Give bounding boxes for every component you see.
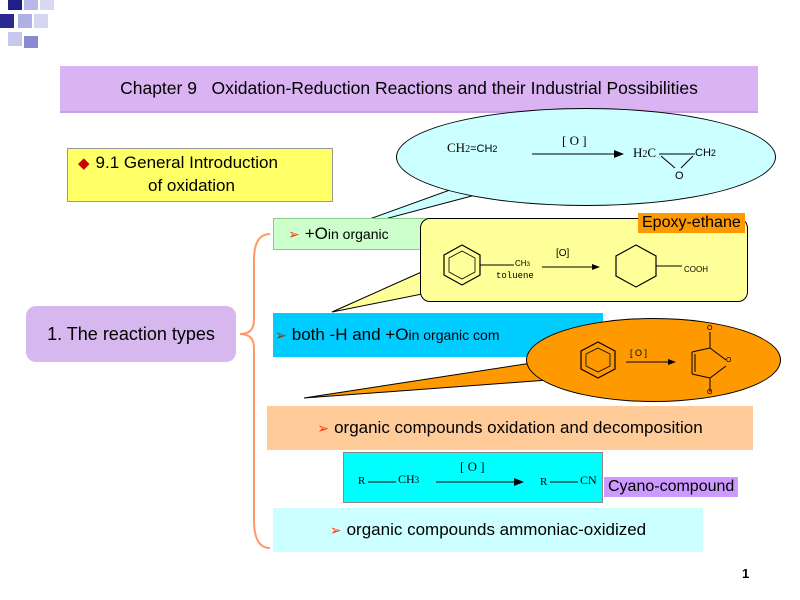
oxidant-label-1: [ O ] [562, 133, 587, 148]
diamond-bullet-icon: ◆ [78, 155, 90, 172]
benzoic-acid-cooh: COOH [684, 265, 708, 274]
reaction-arrow-3 [626, 359, 676, 365]
reaction-bubble-benzene [526, 318, 781, 402]
corner-square-6 [34, 14, 48, 28]
toluene-structure [443, 244, 514, 286]
epoxy-ring-bonds [659, 153, 695, 169]
page-title: Chapter 9 Oxidation-Reduction Reactions … [60, 66, 758, 113]
oxidant-label-3: [ O ] [630, 348, 648, 358]
ammox-bond-right [550, 481, 578, 483]
benzoic-acid-structure [615, 244, 682, 288]
section-heading-line1: ◆9.1 General Introduction [78, 153, 278, 172]
reaction-bubble-ethylene [396, 108, 776, 206]
arrow-bullet-icon: ➢ [275, 326, 287, 343]
ammox-r-right: R [540, 476, 548, 488]
oxidant-label-2: [O] [556, 248, 570, 259]
reaction-arrow-1 [532, 150, 624, 158]
corner-square-1 [8, 0, 22, 10]
oxidant-label-4: [ O ] [460, 459, 485, 474]
maleic-o-bot: O [707, 389, 713, 396]
epoxy-ch2: CH2 [695, 147, 716, 159]
cyano-compound-tag: Cyano-compound [604, 477, 739, 497]
epoxy-oxygen: O [675, 170, 684, 182]
epoxy-ethane-formula: H2C [633, 145, 657, 160]
corner-square-4 [0, 14, 14, 28]
arrow-bullet-icon: ➢ [317, 419, 330, 436]
toluene-name: toluene [496, 271, 534, 281]
reaction-types-label: 1. The reaction types [26, 306, 236, 362]
reaction-type-item-4: ➢ organic compounds ammoniac-oxidized [273, 508, 703, 552]
arrow-bullet-icon: ➢ [329, 521, 342, 538]
benzene-structure [580, 341, 616, 379]
grouping-bracket [239, 233, 271, 549]
ethylene-formula: CH2=CH2 [447, 140, 498, 155]
maleic-o-top: O [707, 325, 713, 332]
maleic-anhydride-structure [691, 332, 727, 392]
section-heading-line2: of oxidation [148, 176, 235, 195]
reaction-arrow-2 [542, 264, 600, 270]
corner-square-5 [18, 14, 32, 28]
ammox-bond-left [368, 481, 396, 483]
reaction-arrow-4 [436, 478, 524, 486]
corner-square-7 [8, 32, 22, 46]
corner-square-8 [24, 36, 38, 48]
ammox-ch3: CH3 [398, 472, 420, 486]
toluene-ch3: CH3 [515, 259, 530, 268]
corner-square-2 [24, 0, 38, 10]
ammox-r-left: R [358, 475, 366, 487]
section-heading: ◆9.1 General Introduction of oxidation [67, 148, 333, 202]
reaction-type-item-3: ➢ organic compounds oxidation and decomp… [267, 406, 753, 450]
reaction-box-ammoxidation [343, 452, 603, 503]
ammox-cn: CN [580, 473, 597, 487]
corner-square-3 [40, 0, 54, 10]
page-number: 1 [742, 566, 750, 581]
epoxy-ethane-tag: Epoxy-ethane [638, 213, 745, 233]
maleic-o-mid: O [726, 357, 732, 364]
arrow-bullet-icon: ➢ [288, 225, 300, 242]
